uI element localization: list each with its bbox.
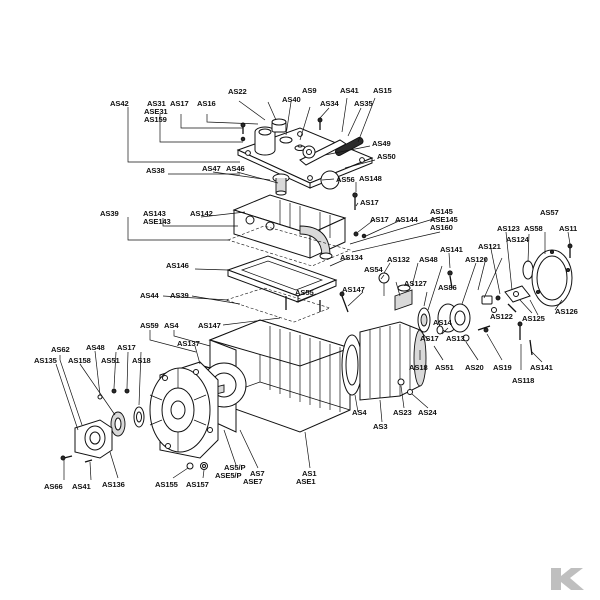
label-ase7: ASE7 <box>243 477 262 486</box>
front-end-cover <box>60 361 219 470</box>
label-as3: AS3 <box>373 422 387 431</box>
label-as56: AS56 <box>336 175 355 184</box>
label-as51-r: AS51 <box>435 363 454 372</box>
label-as7: AS7 <box>250 469 264 478</box>
label-as54: AS54 <box>364 265 383 274</box>
label-as1: AS1 <box>302 469 317 478</box>
label-as41-top: AS41 <box>340 86 359 95</box>
label-as19: AS19 <box>493 363 512 372</box>
label-as123: AS123 <box>497 224 520 233</box>
label-as122: AS122 <box>490 312 513 321</box>
label-as17-mid: AS17 <box>360 198 379 207</box>
label-as147-mid: AS147 <box>198 321 221 330</box>
label-as31: AS31 <box>147 99 166 108</box>
label-as62: AS62 <box>51 345 70 354</box>
label-as15: AS15 <box>373 86 392 95</box>
label-as9: AS9 <box>302 86 316 95</box>
label-as50: AS50 <box>377 152 396 161</box>
leader-lines <box>55 97 571 481</box>
label-ase1: ASE1 <box>296 477 316 486</box>
label-as118: AS118 <box>512 376 534 385</box>
label-ase5p: ASE5/P <box>215 471 241 480</box>
label-as11: AS11 <box>559 224 578 233</box>
label-as39-mid: AS39 <box>170 291 189 300</box>
label-as16: AS16 <box>197 99 216 108</box>
label-as41-low: AS41 <box>72 482 91 491</box>
label-as159: AS159 <box>144 115 167 124</box>
label-as40: AS40 <box>282 95 301 104</box>
label-as66: AS66 <box>44 482 63 491</box>
right-side-parts <box>417 243 573 356</box>
label-as24: AS24 <box>418 408 437 417</box>
label-as127: AS127 <box>404 279 427 288</box>
label-as59: AS59 <box>140 321 159 330</box>
label-as44: AS44 <box>140 291 159 300</box>
label-as145: AS145 <box>430 207 454 216</box>
label-as146: AS146 <box>166 261 189 270</box>
label-as17-r: AS17 <box>370 215 389 224</box>
label-ase31: ASE31 <box>144 107 168 116</box>
label-as17-l: AS17 <box>117 343 136 352</box>
label-as17-top: AS17 <box>170 99 189 108</box>
label-ase145: ASE145 <box>430 215 459 224</box>
label-as18-l: AS18 <box>132 356 151 365</box>
label-as18-r: AS18 <box>409 363 428 372</box>
label-as137: AS137 <box>177 339 200 348</box>
label-as124: AS124 <box>506 235 530 244</box>
label-as51-l: AS51 <box>101 356 120 365</box>
label-as5p: AS5/P <box>224 463 245 472</box>
label-as144: AS144 <box>395 215 419 224</box>
label-as55: AS55 <box>295 288 314 297</box>
label-as143: AS143 <box>143 209 166 218</box>
label-as134: AS134 <box>340 253 364 262</box>
label-as46: AS46 <box>226 164 245 173</box>
label-as22: AS22 <box>228 87 247 96</box>
label-as4-low: AS4 <box>352 408 367 417</box>
label-as42: AS42 <box>110 99 129 108</box>
label-as147-top: AS147 <box>342 285 365 294</box>
label-as34: AS34 <box>320 99 339 108</box>
upper-manifold <box>227 192 367 267</box>
label-as48-r: AS48 <box>419 255 438 264</box>
label-as35: AS35 <box>354 99 373 108</box>
label-as136: AS136 <box>102 480 125 489</box>
label-ase143: ASE143 <box>143 217 171 226</box>
label-as49: AS49 <box>372 139 391 148</box>
label-as126: AS126 <box>555 307 578 316</box>
brand-k-logo <box>551 568 584 590</box>
main-pump-body <box>195 272 427 433</box>
label-as17-low: AS17 <box>420 334 439 343</box>
label-as135: AS135 <box>34 356 58 365</box>
label-as4-top: AS4 <box>164 321 179 330</box>
label-as132: AS132 <box>387 255 410 264</box>
label-as13: AS13 <box>446 334 465 343</box>
label-as57: AS57 <box>540 208 559 217</box>
label-as142: AS142 <box>190 209 213 218</box>
label-as48-l: AS48 <box>86 343 105 352</box>
label-as157: AS157 <box>186 480 209 489</box>
label-as141-top: AS141 <box>440 245 464 254</box>
label-as20: AS20 <box>465 363 484 372</box>
label-as158: AS158 <box>68 356 91 365</box>
label-as86: AS86 <box>438 283 457 292</box>
label-as120: AS120 <box>465 255 488 264</box>
label-as23: AS23 <box>393 408 412 417</box>
label-as121: AS121 <box>478 242 502 251</box>
part-labels: AS42 AS31 ASE31 AS159 AS17 AS16 AS22 AS4… <box>34 86 578 491</box>
label-as47: AS47 <box>202 164 221 173</box>
middle-plate <box>225 255 338 323</box>
label-as38: AS38 <box>146 166 165 175</box>
label-as141-low: AS141 <box>530 363 554 372</box>
label-as155: AS155 <box>155 480 179 489</box>
label-as125: AS125 <box>522 314 546 323</box>
label-as160: AS160 <box>430 223 453 232</box>
label-as14: AS14 <box>433 318 452 327</box>
label-as39-left: AS39 <box>100 209 119 218</box>
label-as58: AS58 <box>524 224 543 233</box>
label-as148: AS148 <box>359 174 382 183</box>
